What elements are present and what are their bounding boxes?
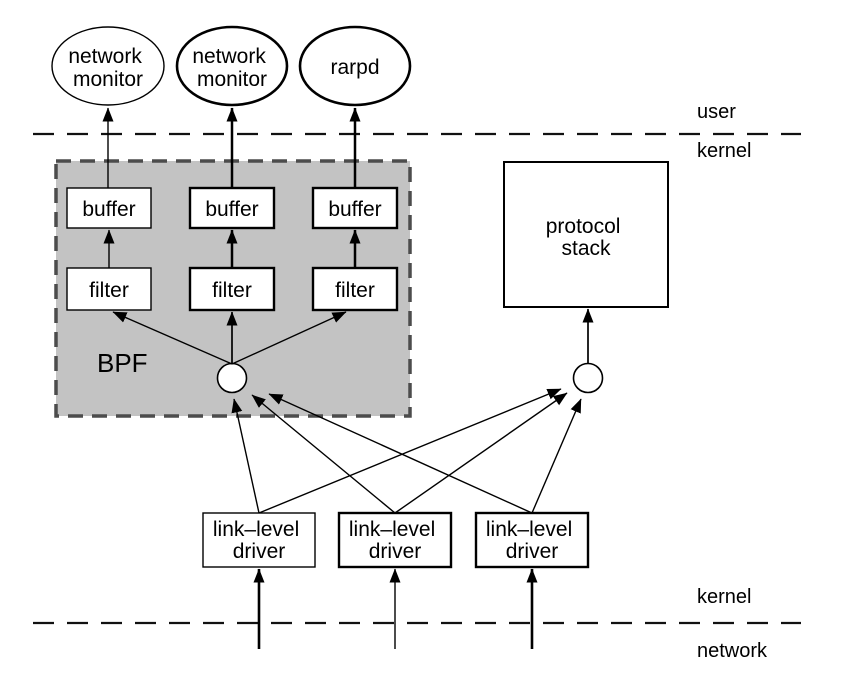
protocol-tap-junction xyxy=(572,362,604,394)
buffer-label-3: buffer xyxy=(328,198,381,221)
user-zone-label: user xyxy=(697,101,736,123)
kernel-zone-label-bottom: kernel xyxy=(697,586,751,608)
protocol-stack-box xyxy=(503,161,669,308)
filter-label-3: filter xyxy=(335,279,375,302)
arrow-driver3-to-protocol-tap xyxy=(531,398,582,514)
link-level-driver-label-2: link–level driver xyxy=(349,518,441,563)
arrow-driver2-to-bpf-tap xyxy=(251,394,396,514)
bpf-region-label: BPF xyxy=(97,348,148,378)
rarpd-node xyxy=(298,25,412,107)
network-monitor-1-label: network monitor xyxy=(68,45,147,91)
buffer-label-2: buffer xyxy=(205,198,258,221)
kernel-zone-label-top: kernel xyxy=(697,140,751,162)
filter-box-3 xyxy=(311,266,399,312)
link-level-driver-box-2 xyxy=(337,511,453,569)
filter-label-2: filter xyxy=(212,279,252,302)
arrow-driver1-to-bpf-tap xyxy=(231,398,260,514)
rarpd-label: rarpd xyxy=(330,56,379,79)
buffer-label-1: buffer xyxy=(82,198,135,221)
link-level-driver-label-1: link–level driver xyxy=(213,518,305,563)
filter-label-1: filter xyxy=(89,279,129,302)
link-level-driver-box-1 xyxy=(202,512,316,568)
arrow-driver1-to-protocol-tap xyxy=(258,388,562,514)
network-monitor-2-node xyxy=(175,25,289,107)
arrow-tap-to-filter1 xyxy=(112,311,233,365)
network-zone-label: network xyxy=(697,640,768,662)
arrow-driver2-to-protocol-tap xyxy=(394,392,568,514)
arrow-tap-to-filter3 xyxy=(231,311,347,365)
bpf-tap-junction xyxy=(216,362,248,394)
link-level-driver-box-3 xyxy=(474,511,590,569)
link-level-driver-label-3: link–level driver xyxy=(486,518,578,563)
protocol-stack-label: protocol stack xyxy=(546,215,627,260)
network-monitor-2-label: network monitor xyxy=(192,45,271,91)
arrow-driver3-to-bpf-tap xyxy=(268,393,533,514)
network-monitor-1-node xyxy=(51,26,165,106)
buffer-box-1 xyxy=(66,187,152,229)
